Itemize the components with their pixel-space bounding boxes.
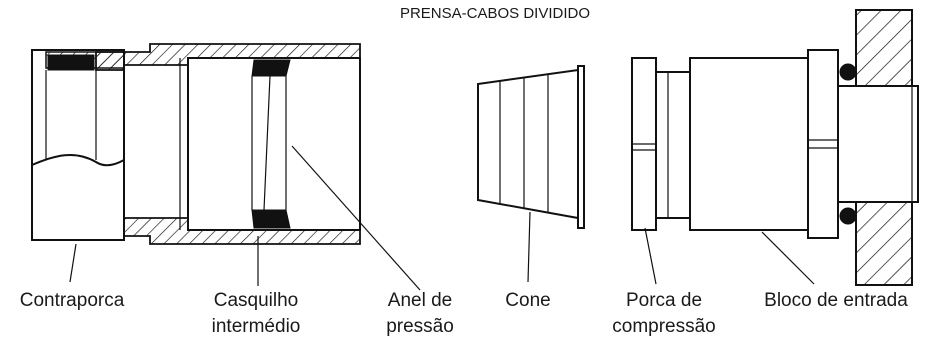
label-casquilho-line1: Casquilho (214, 290, 299, 311)
label-casquilho-line2: intermédio (212, 316, 301, 337)
casquilho-intermedio-part (95, 43, 361, 245)
cone-part (477, 65, 585, 229)
bloco-de-entrada-part (689, 9, 919, 286)
label-porca-line1: Porca de (626, 290, 702, 311)
diagram-title: PRENSA-CABOS DIVIDIDO (400, 5, 590, 22)
label-porca-line2: compressão (612, 316, 716, 337)
label-contraporca: Contraporca (20, 290, 125, 311)
leader-lines (69, 145, 815, 291)
left-sectioned-assembly (31, 43, 361, 245)
contraporca-part (31, 49, 125, 241)
anel-de-pressao-part (251, 59, 291, 229)
porca-de-compressao-part (631, 57, 691, 231)
label-bloco-de-entrada: Bloco de entrada (764, 290, 908, 311)
label-cone: Cone (505, 290, 550, 311)
label-anel-line2: pressão (386, 316, 454, 337)
label-anel-line1: Anel de (388, 290, 452, 311)
